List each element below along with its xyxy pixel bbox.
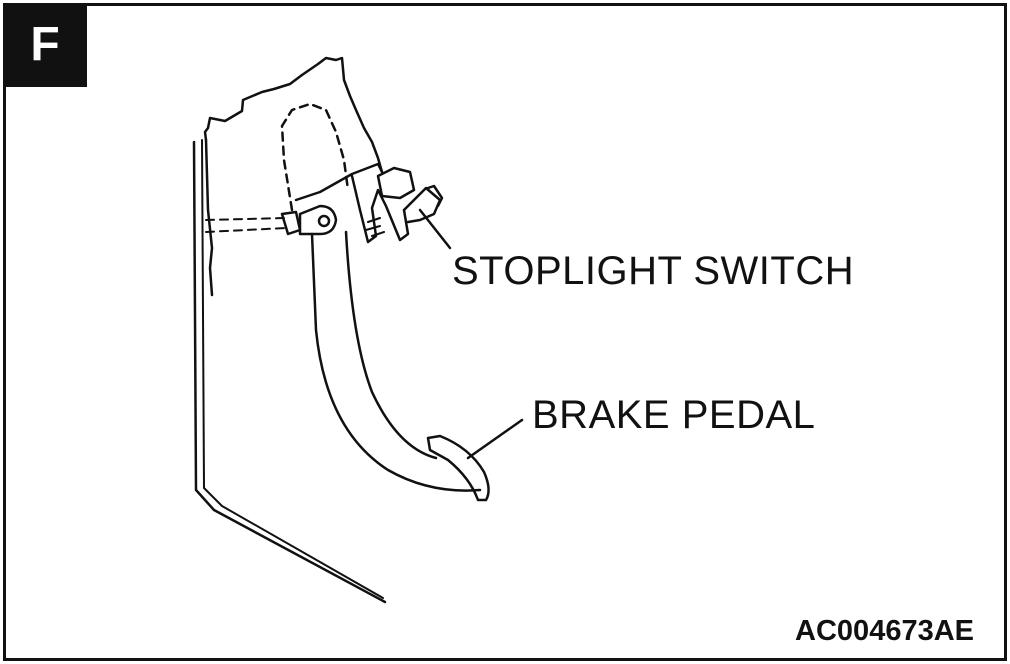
pivot-dashed-lower [205,227,287,233]
floor-panel-inner-line [201,139,384,599]
switch-thread [365,217,385,237]
pivot-dashed-upper [205,217,287,221]
push-rod-end [280,210,302,236]
stoplight-switch-label: STOPLIGHT SWITCH [452,249,855,293]
switch-body [376,166,416,200]
pedal-arm-outer [310,232,482,492]
brake-pedal-label: BRAKE PEDAL [532,393,816,437]
switch-mount-bracket [350,174,410,244]
pedal-bracket-diagonal [294,162,384,202]
pedal-bracket-outline [203,56,384,174]
pedal-bracket-lower-edge [204,138,214,297]
pedal-pad [426,434,490,502]
figure-frame [3,3,1007,661]
pedal-leader-line [466,418,524,460]
figure-code: AC004673AE [795,615,974,647]
switch-leader-line [418,208,452,250]
pedal-arm-inner [344,230,438,460]
floor-panel-outline [192,140,387,604]
hidden-slot-dashed [280,102,350,212]
pedal-clevis [298,204,338,236]
switch-nut [426,184,444,208]
pedal-pivot-pin [317,214,331,228]
section-badge: F [3,3,87,87]
